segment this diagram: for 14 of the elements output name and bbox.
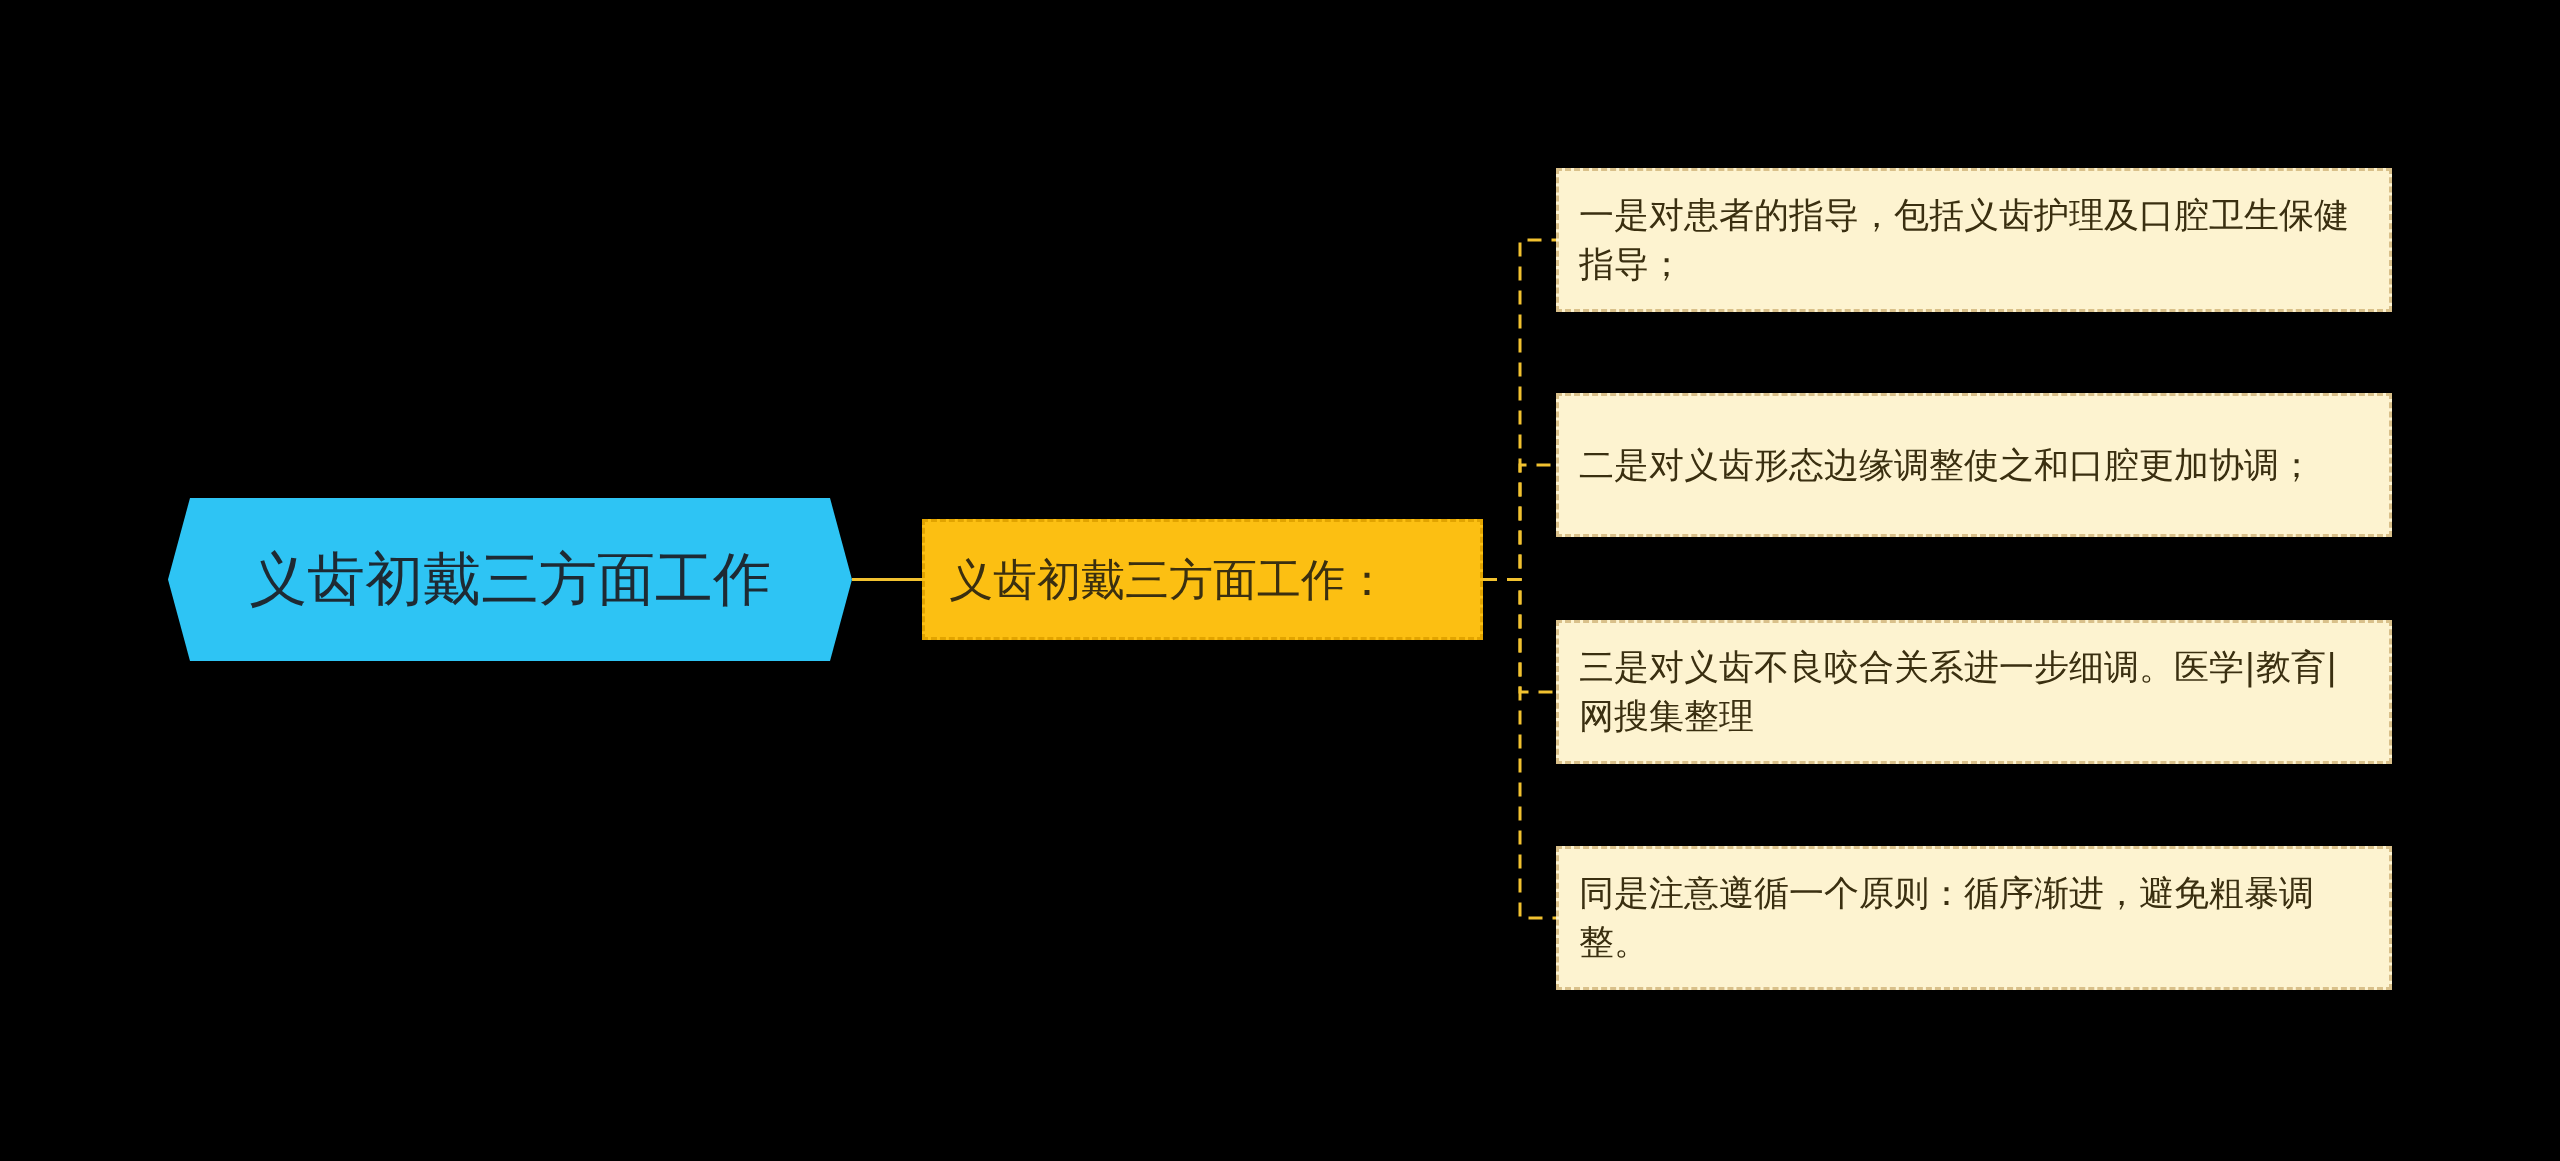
topic-hexagon <box>168 498 852 661</box>
node-text: 同是注意遵循一个原则：循序渐进，避免粗暴调整。 <box>1579 872 2315 964</box>
note-box <box>1556 168 2392 312</box>
node-text: 义齿初戴三方面工作： <box>949 552 1389 607</box>
node-text: 二是对义齿形态边缘调整使之和口腔更加协调； <box>1579 443 2314 487</box>
connector-line <box>852 578 922 581</box>
node-text: 三是对义齿不良咬合关系进一步细调。医学|教育|网搜集整理 <box>1579 646 2339 738</box>
node-text: 义齿初戴三方面工作 <box>249 543 771 615</box>
branch-box <box>922 519 1483 640</box>
note-box <box>1556 393 2392 537</box>
note-box <box>1556 846 2392 990</box>
note-box <box>1556 620 2392 764</box>
node-text: 一是对患者的指导，包括义齿护理及口腔卫生保健指导； <box>1579 194 2350 286</box>
connector-line <box>1483 578 1556 920</box>
